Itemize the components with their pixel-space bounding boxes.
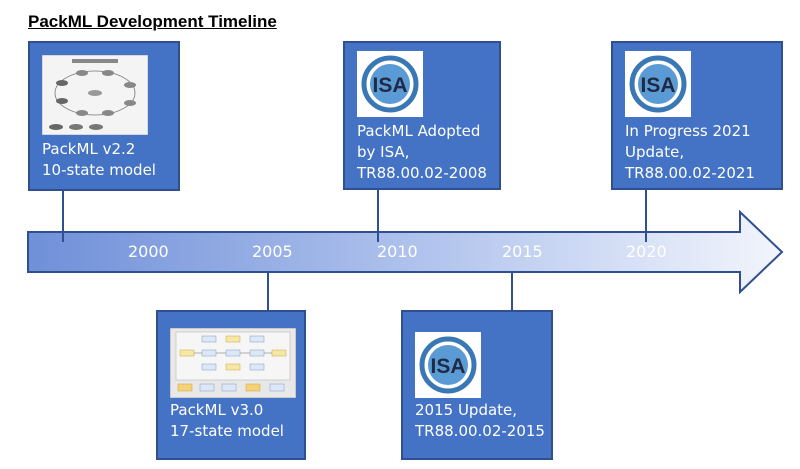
- isa-logo-icon: ISA: [415, 332, 481, 398]
- year-label-2005: 2005: [252, 242, 293, 261]
- card-isa-2015: ISA 2015 Update, TR88.00.02-2015: [401, 310, 553, 460]
- year-label-2015: 2015: [502, 242, 543, 261]
- connector-isa2015: [511, 272, 513, 310]
- year-label-2020: 2020: [626, 242, 667, 261]
- connector-isa2021: [645, 190, 647, 242]
- state-model-diagram-image: [170, 328, 296, 398]
- card-label: In Progress 2021 Update, TR88.00.02-2021: [625, 122, 755, 182]
- card-packml-v22: PackML v2.2 10-state model: [28, 41, 180, 191]
- connector-v22: [62, 190, 64, 242]
- isa-logo-icon: ISA: [625, 51, 691, 117]
- state-model-diagram-image: [42, 55, 148, 135]
- page-title: PackML Development Timeline: [28, 12, 277, 31]
- isa-logo-text: ISA: [430, 355, 465, 378]
- isa-logo-icon: ISA: [357, 51, 423, 117]
- connector-v30: [267, 272, 269, 310]
- year-label-2010: 2010: [377, 242, 418, 261]
- card-isa-2008: ISA PackML Adopted by ISA, TR88.00.02-20…: [343, 41, 501, 190]
- connector-isa2008: [377, 190, 379, 242]
- card-label: 2015 Update, TR88.00.02-2015: [415, 401, 545, 440]
- card-label: PackML v2.2 10-state model: [42, 140, 156, 179]
- card-label: PackML v3.0 17-state model: [170, 401, 284, 440]
- card-label: PackML Adopted by ISA, TR88.00.02-2008: [357, 122, 487, 182]
- isa-logo-text: ISA: [372, 74, 407, 97]
- card-isa-2021: ISA In Progress 2021 Update, TR88.00.02-…: [611, 41, 783, 190]
- card-packml-v30: PackML v3.0 17-state model: [156, 310, 306, 460]
- isa-logo-text: ISA: [640, 74, 675, 97]
- year-label-2000: 2000: [128, 242, 169, 261]
